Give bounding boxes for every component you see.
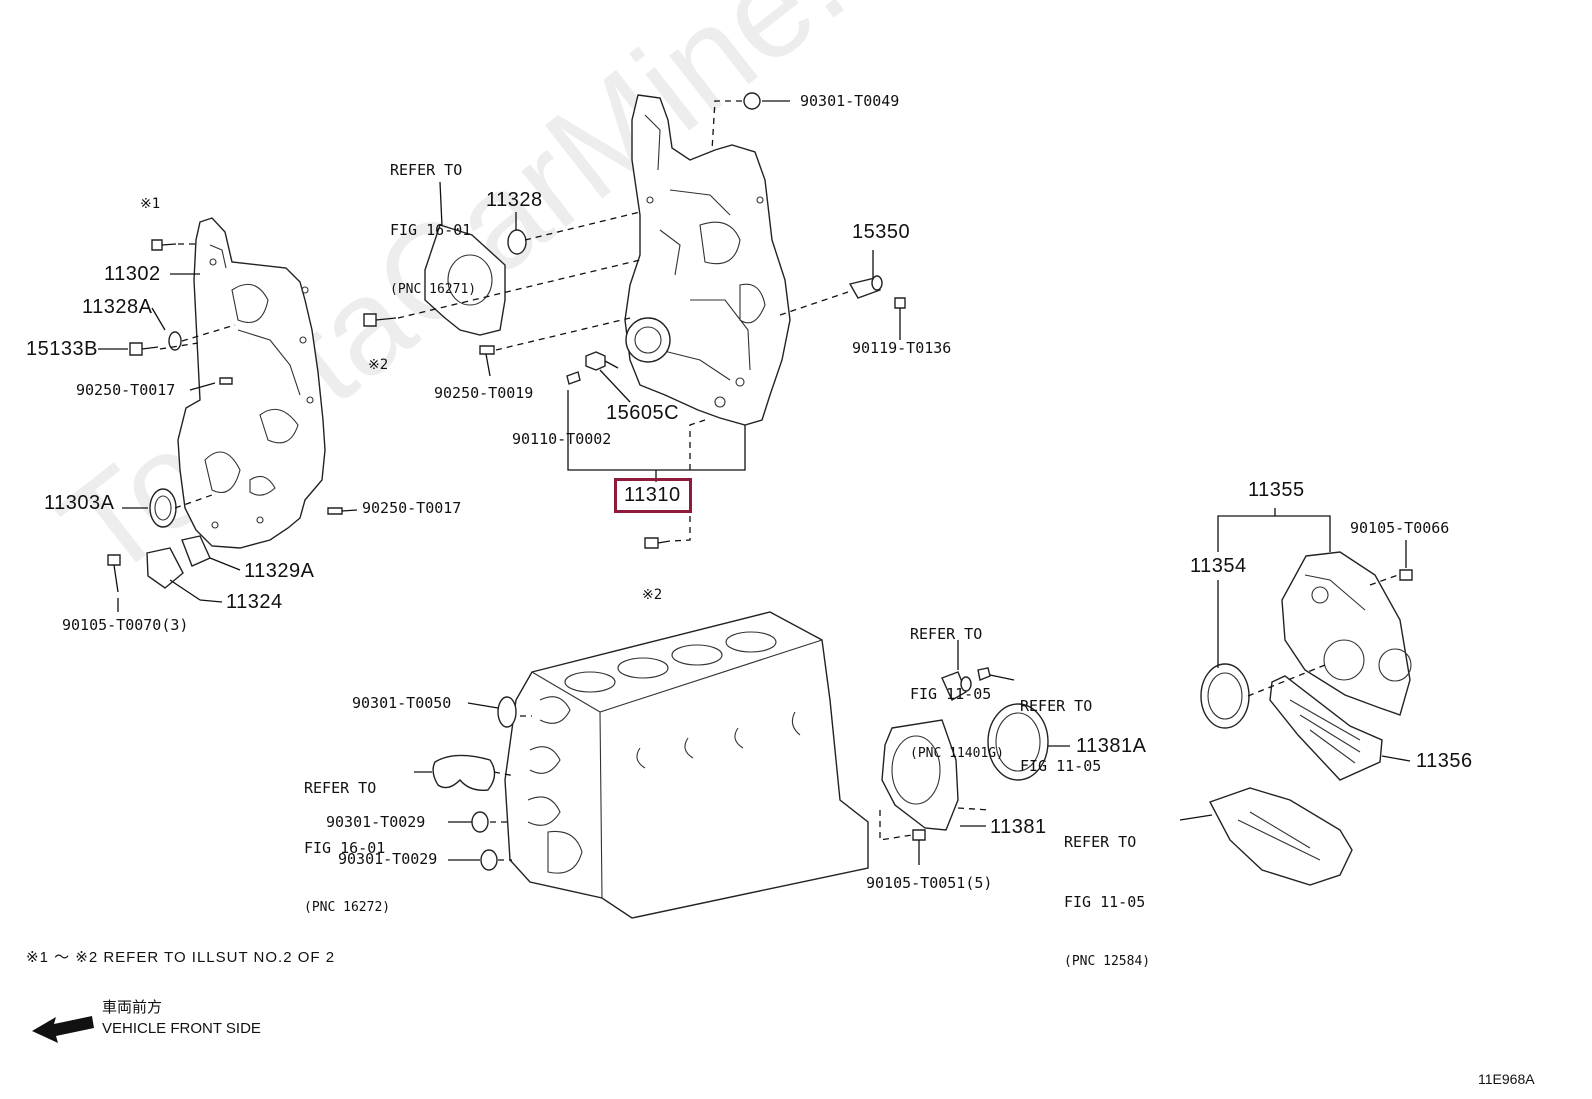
part-label-90250-t0017-lower[interactable]: 90250-T0017 bbox=[362, 499, 462, 517]
reference-mark-2-lower: ※2 bbox=[642, 587, 663, 603]
refer-line-1: REFER TO bbox=[390, 161, 463, 179]
part-label-11355[interactable]: 11355 bbox=[1248, 479, 1305, 501]
part-label-15133b[interactable]: 15133B bbox=[26, 338, 98, 360]
part-label-11324[interactable]: 11324 bbox=[226, 591, 283, 613]
engine-block-drawing bbox=[432, 611, 869, 919]
refer-to-fig-11-05[interactable]: REFER TO FIG 11-05 bbox=[1020, 656, 1101, 816]
part-label-15605c[interactable]: 15605C bbox=[606, 402, 680, 424]
refer-to-fig-11-05-pnc-12584[interactable]: REFER TO FIG 11-05 (PNC 12584) bbox=[1064, 792, 1150, 1012]
rear-seal-retainer-drawing bbox=[881, 667, 1049, 865]
refer-line-2: FIG 16-01 bbox=[390, 221, 472, 239]
reference-mark-2-upper: ※2 bbox=[368, 357, 389, 373]
part-label-11381a[interactable]: 11381A bbox=[1076, 735, 1147, 757]
refer-line-1: REFER TO bbox=[1064, 833, 1137, 851]
refer-line-1: REFER TO bbox=[304, 779, 377, 797]
refer-to-fig-16-01-pnc-16272[interactable]: REFER TO FIG 16-01 (PNC 16272) bbox=[304, 738, 390, 958]
part-label-11303a[interactable]: 11303A bbox=[44, 492, 115, 514]
water-pump-gasket-drawing bbox=[363, 224, 527, 355]
part-label-90250-t0019[interactable]: 90250-T0019 bbox=[434, 384, 534, 402]
part-label-90301-t0029-upper[interactable]: 90301-T0029 bbox=[326, 813, 426, 831]
part-label-90301-t0049[interactable]: 90301-T0049 bbox=[800, 92, 900, 110]
part-label-11356[interactable]: 11356 bbox=[1416, 750, 1473, 772]
refer-line-2: FIG 11-05 bbox=[910, 685, 992, 703]
part-label-90105-t0066[interactable]: 90105-T0066 bbox=[1350, 519, 1450, 537]
part-label-90250-t0017-upper[interactable]: 90250-T0017 bbox=[76, 381, 176, 399]
front-label-jp: 車両前方 bbox=[102, 999, 163, 1016]
refer-line-3: (PNC 16271) bbox=[390, 282, 477, 297]
refer-to-fig-16-01-pnc-16271[interactable]: REFER TO FIG 16-01 (PNC 16271) bbox=[390, 120, 476, 340]
part-label-11381[interactable]: 11381 bbox=[990, 816, 1047, 838]
refer-line-2: FIG 16-01 bbox=[304, 839, 386, 857]
refer-line-2: FIG 11-05 bbox=[1064, 893, 1146, 911]
refer-line-3: (PNC 12584) bbox=[1064, 954, 1151, 969]
part-label-11328a[interactable]: 11328A bbox=[82, 296, 153, 318]
refer-line-3: (PNC 11401G) bbox=[910, 746, 1004, 761]
part-label-11328[interactable]: 11328 bbox=[486, 189, 543, 211]
refer-line-2: FIG 11-05 bbox=[1020, 757, 1102, 775]
timing-chain-cover-drawing bbox=[107, 217, 343, 593]
part-label-15350[interactable]: 15350 bbox=[852, 221, 911, 243]
figure-code: 11E968A bbox=[1478, 1071, 1535, 1087]
refer-to-fig-11-05-pnc-11401g[interactable]: REFER TO FIG 11-05 (PNC 11401G) bbox=[910, 584, 1004, 804]
part-label-11310[interactable]: 11310 bbox=[624, 484, 681, 506]
part-label-11329a[interactable]: 11329A bbox=[244, 560, 315, 582]
assembly-lines bbox=[159, 100, 1399, 861]
part-label-90105-t0070[interactable]: 90105-T0070(3) bbox=[62, 616, 189, 634]
part-label-90119-t0136[interactable]: 90119-T0136 bbox=[852, 339, 952, 357]
front-arrow bbox=[32, 1016, 94, 1043]
timing-chain-case-drawing bbox=[566, 92, 906, 549]
refer-line-1: REFER TO bbox=[910, 625, 983, 643]
highlight-box-11310 bbox=[614, 478, 692, 513]
part-label-90301-t0050[interactable]: 90301-T0050 bbox=[352, 694, 452, 712]
refer-line-3: (PNC 16272) bbox=[304, 900, 391, 915]
reference-mark-1: ※1 bbox=[140, 196, 161, 212]
part-label-90110-t0002[interactable]: 90110-T0002 bbox=[512, 430, 612, 448]
part-label-11302[interactable]: 11302 bbox=[104, 263, 161, 285]
refer-line-1: REFER TO bbox=[1020, 697, 1093, 715]
part-label-90301-t0029-lower[interactable]: 90301-T0029 bbox=[338, 850, 438, 868]
part-label-11354[interactable]: 11354 bbox=[1190, 555, 1247, 577]
front-label-en: VEHICLE FRONT SIDE bbox=[102, 1020, 261, 1037]
drive-plate-group-drawing bbox=[1200, 551, 1413, 886]
leader-lines bbox=[98, 100, 1411, 861]
part-label-90105-t0051[interactable]: 90105-T0051(5) bbox=[866, 874, 993, 892]
footnote: ※1 ～ ※2 REFER TO ILLSUT NO.2 OF 2 bbox=[26, 949, 336, 966]
